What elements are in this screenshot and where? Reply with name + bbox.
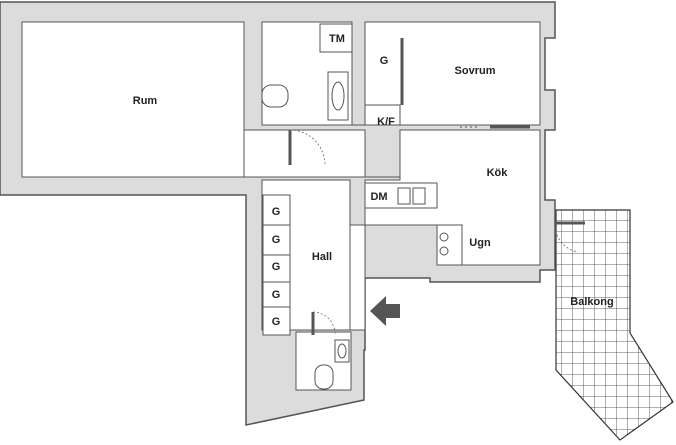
interior-walls [244,124,540,330]
sink-right-icon [412,187,426,205]
closet-label: G [272,316,281,328]
room-labels: Rum Sovrum Kök Hall Balkong TM G K/F DM … [133,33,614,328]
room-label-kok: Kök [487,167,509,179]
stove [436,224,463,266]
closet-label: G [272,289,281,301]
small-sink-bowl-icon [337,343,347,359]
burner-icon [439,246,449,256]
fixtures [261,23,480,390]
closet-2 [262,224,291,256]
small-toilet-icon [314,364,334,390]
closet-5 [262,306,291,336]
closet-4 [262,281,291,308]
closet-label: G [272,234,281,246]
sink-left-icon [397,187,411,205]
fixture-label-ugn: Ugn [469,237,491,249]
closet-label: G [272,261,281,273]
fixture-label-tm: TM [329,33,345,45]
sink-bowl-icon [331,81,345,111]
toilet-icon [261,84,289,108]
room-label-sovrum: Sovrum [455,65,496,77]
balcony [555,209,674,441]
room-label-hall: Hall [312,251,332,263]
doors [288,38,585,335]
burner-icon [439,232,449,242]
room-label-balkong: Balkong [570,296,613,308]
fixture-label-dm: DM [370,191,387,203]
washing-machine-box [319,23,353,53]
closet-label: G [272,206,281,218]
closet-3 [262,254,291,283]
room-label-rum: Rum [133,95,158,107]
fixture-label-kf: K/F [377,116,395,128]
fixture-label-g-sovrum: G [380,55,389,67]
closet-1 [262,194,291,226]
entrance-arrow-icon [370,296,400,326]
